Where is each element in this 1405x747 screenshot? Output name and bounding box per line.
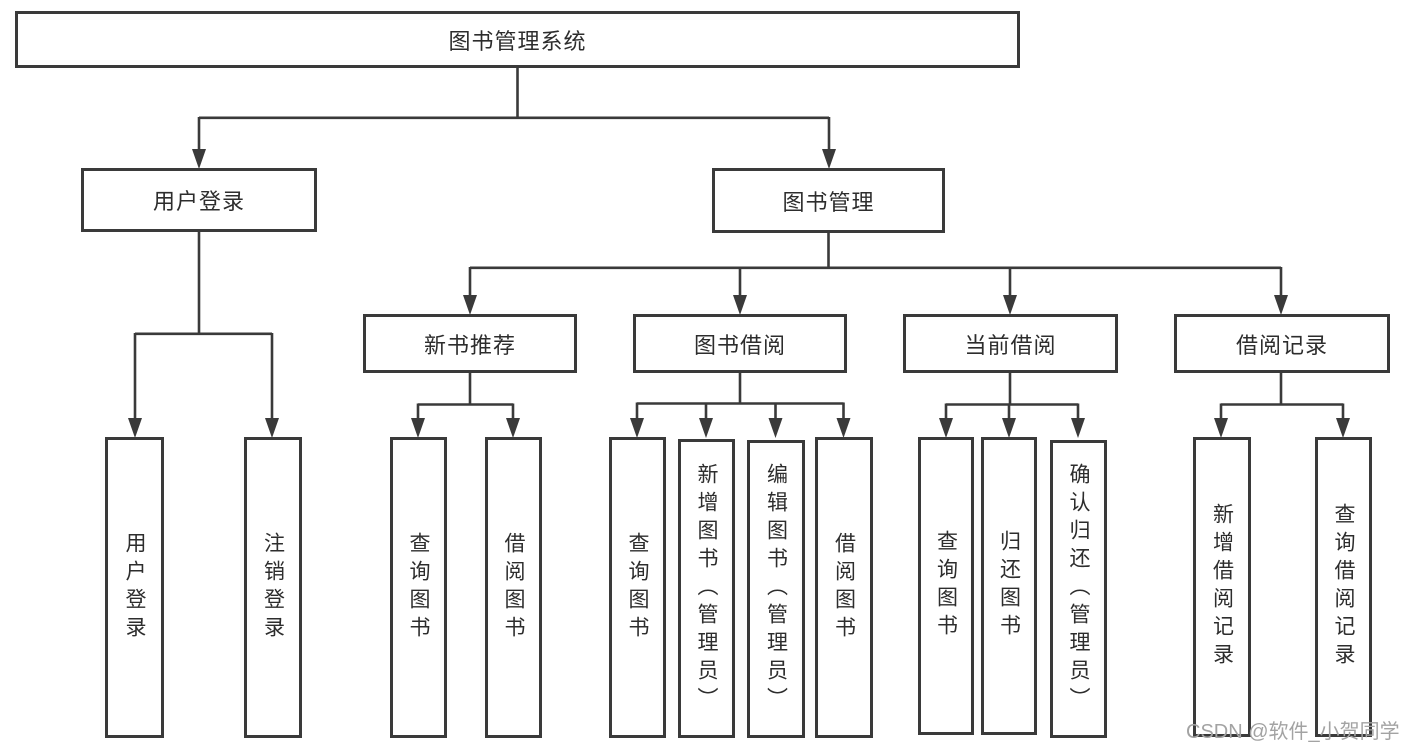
arrow-down-icon (1003, 295, 1017, 315)
node-root-label: 图书管理系统 (448, 28, 587, 54)
leaf-query-borrow-record-label: 查询借阅记录 (1332, 503, 1355, 671)
connector-borrowing-records-children (1219, 373, 1345, 422)
node-current-borrowing: 当前借阅 (903, 314, 1118, 373)
leaf-borrow-books-borrowing: 借阅图书 (815, 437, 873, 738)
leaf-confirm-return-admin: 确认归还（管理员） (1050, 440, 1107, 738)
leaf-logout-label: 注销登录 (261, 531, 285, 644)
arrow-down-icon (768, 418, 783, 438)
node-current-borrowing-label: 当前借阅 (964, 332, 1057, 358)
leaf-edit-book-admin: 编辑图书（管理员） (747, 440, 805, 738)
node-new-book-recommend: 新书推荐 (363, 314, 577, 373)
leaf-return-books: 归还图书 (981, 437, 1037, 735)
leaf-return-books-label: 归还图书 (997, 530, 1021, 642)
leaf-query-books-newbook: 查询图书 (390, 437, 447, 738)
leaf-query-books-current: 查询图书 (918, 437, 974, 735)
leaf-borrow-books-newbook: 借阅图书 (485, 437, 542, 738)
leaf-confirm-return-admin-label: 确认归还（管理员） (1067, 463, 1090, 715)
leaf-user-login-label: 用户登录 (123, 531, 146, 644)
leaf-add-book-admin: 新增图书（管理员） (678, 439, 735, 738)
leaf-edit-book-admin-label: 编辑图书（管理员） (764, 463, 788, 715)
arrow-down-icon (1336, 418, 1350, 438)
csdn-watermark: CSDN @软件_小贺同学 (1186, 721, 1400, 743)
leaf-user-login: 用户登录 (105, 437, 164, 738)
leaf-add-book-admin-label: 新增图书（管理员） (695, 462, 718, 715)
arrow-down-icon (128, 418, 142, 438)
leaf-query-borrow-record: 查询借阅记录 (1315, 437, 1372, 737)
connector-book-borrowing-children (635, 373, 845, 422)
arrow-down-icon (1002, 418, 1016, 438)
node-new-book-recommend-label: 新书推荐 (423, 332, 516, 358)
leaf-borrow-books-newbook-label: 借阅图书 (502, 531, 525, 644)
node-borrowing-records: 借阅记录 (1174, 314, 1390, 373)
arrow-down-icon (192, 149, 206, 169)
arrow-down-icon (836, 418, 851, 438)
connector-book-management-children (468, 233, 1283, 299)
arrow-down-icon (506, 418, 520, 438)
leaf-add-borrow-record-label: 新增借阅记录 (1210, 503, 1234, 671)
arrow-down-icon (1274, 295, 1288, 315)
connector-new-book-children (416, 373, 515, 422)
arrow-down-icon (733, 295, 747, 315)
arrow-down-icon (463, 295, 477, 315)
arrow-down-icon (1214, 418, 1228, 438)
leaf-query-books-borrowing-label: 查询图书 (626, 531, 649, 644)
node-root: 图书管理系统 (15, 11, 1020, 68)
node-book-management: 图书管理 (712, 168, 945, 233)
node-user-login: 用户登录 (81, 168, 317, 232)
connector-user-login-children (133, 232, 274, 422)
connector-current-borrowing-children (944, 373, 1080, 422)
node-book-borrowing-label: 图书借阅 (693, 332, 786, 358)
node-book-management-label: 图书管理 (782, 189, 875, 215)
leaf-logout: 注销登录 (244, 437, 302, 738)
leaf-query-books-newbook-label: 查询图书 (407, 531, 430, 644)
arrow-down-icon (630, 418, 644, 438)
arrow-down-icon (265, 418, 279, 438)
leaf-query-books-current-label: 查询图书 (934, 530, 958, 642)
node-borrowing-records-label: 借阅记录 (1235, 332, 1328, 358)
arrow-down-icon (699, 418, 713, 438)
node-book-borrowing: 图书借阅 (633, 314, 847, 373)
leaf-add-borrow-record: 新增借阅记录 (1193, 437, 1251, 737)
connector-root-level2 (197, 68, 831, 152)
arrow-down-icon (411, 418, 425, 438)
arrow-down-icon (1071, 418, 1085, 438)
leaf-borrow-books-borrowing-label: 借阅图书 (832, 531, 856, 644)
arrow-down-icon (822, 149, 836, 169)
arrow-down-icon (939, 418, 953, 438)
node-user-login-label: 用户登录 (152, 189, 245, 214)
leaf-query-books-borrowing: 查询图书 (609, 437, 666, 738)
